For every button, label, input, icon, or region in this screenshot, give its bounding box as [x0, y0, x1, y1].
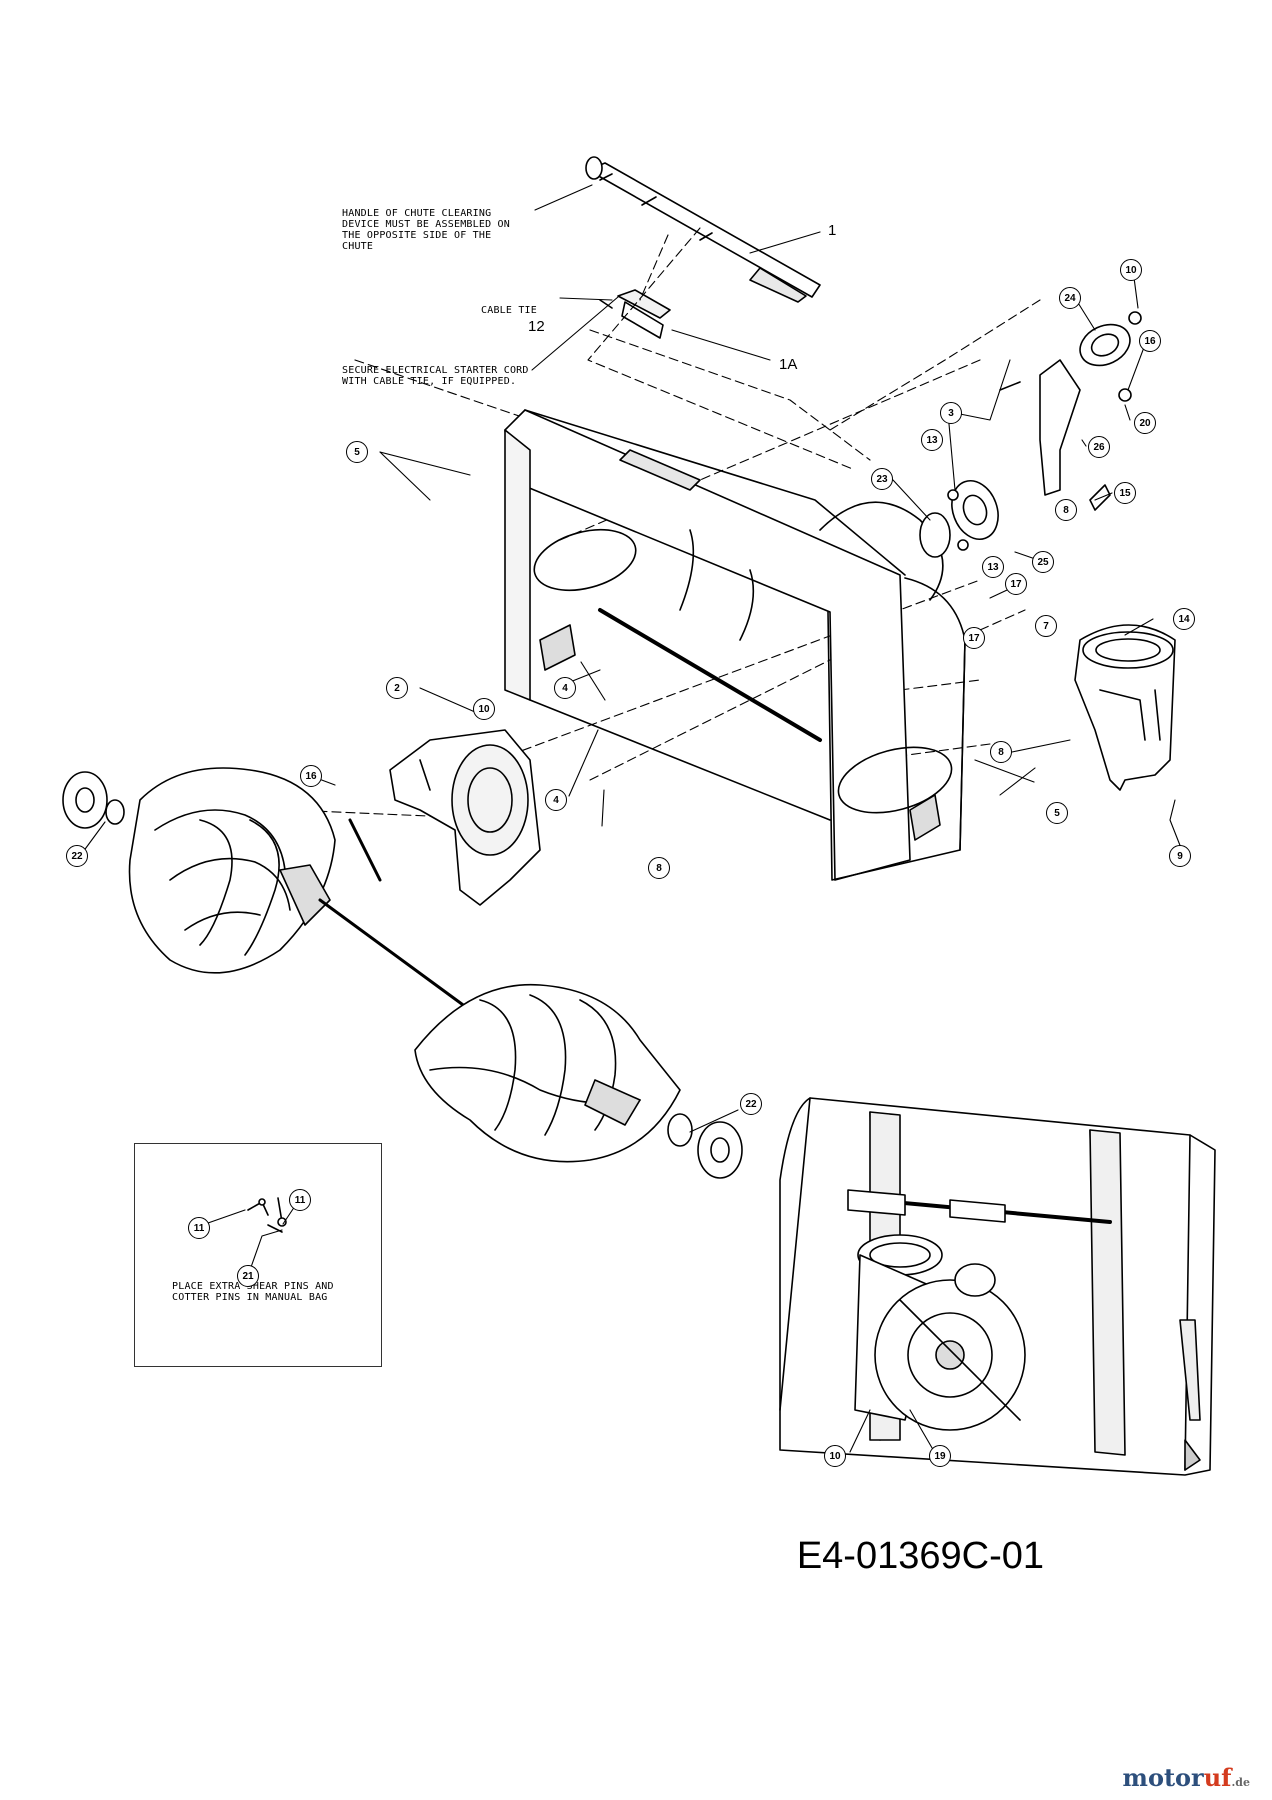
left-auger-drawing — [62, 767, 472, 1012]
callout-22: 22 — [740, 1093, 762, 1115]
callout-26: 26 — [1088, 436, 1110, 458]
callout-8: 8 — [990, 741, 1012, 763]
callout-10: 10 — [1120, 259, 1142, 281]
callout-25: 25 — [1032, 551, 1054, 573]
cable-tie-bracket-drawing — [599, 289, 671, 339]
callout-17: 17 — [1005, 573, 1027, 595]
callout-8: 8 — [648, 857, 670, 879]
shear-pin-inset-box — [134, 1143, 382, 1367]
callout-11: 11 — [188, 1217, 210, 1239]
callout-22: 22 — [66, 845, 88, 867]
callout-8: 8 — [1055, 499, 1077, 521]
part-label-12: 12 — [528, 318, 545, 335]
callout-16: 16 — [300, 765, 322, 787]
callout-10: 10 — [473, 698, 495, 720]
callout-10: 10 — [824, 1445, 846, 1467]
callout-13: 13 — [921, 429, 943, 451]
callout-7: 7 — [1035, 615, 1057, 637]
drawing-number: E4-01369C-01 — [796, 1535, 1044, 1577]
callout-24: 24 — [1059, 287, 1081, 309]
callout-2: 2 — [386, 677, 408, 699]
handle-assembly-note: HANDLE OF CHUTE CLEARING DEVICE MUST BE … — [342, 208, 510, 252]
part-label-1a: 1A — [779, 356, 798, 373]
impeller-housing-drawing — [389, 729, 541, 906]
callout-3: 3 — [940, 402, 962, 424]
callout-9: 9 — [1169, 845, 1191, 867]
shear-pins-note: PLACE EXTRA SHEAR PINS AND COTTER PINS I… — [172, 1281, 334, 1303]
auger-housing-drawing — [504, 409, 966, 881]
pulley-bracket-drawing — [999, 311, 1142, 496]
part-label-1: 1 — [828, 222, 837, 239]
watermark-brand-accent: uf — [1203, 1763, 1232, 1792]
motoruf-watermark-logo: motoruf.de — [1123, 1763, 1250, 1792]
assembled-view-drawing — [779, 1097, 1216, 1476]
right-auger-drawing — [348, 818, 743, 1179]
callout-14: 14 — [1173, 608, 1195, 630]
bearing-flange-drawing — [919, 480, 1111, 558]
callout-23: 23 — [871, 468, 893, 490]
cable-tie-label: CABLE TIE — [481, 305, 537, 316]
chute-clearing-handle-drawing — [585, 156, 821, 303]
callout-16: 16 — [1139, 330, 1161, 352]
callout-11: 11 — [289, 1189, 311, 1211]
starter-cord-note: SECURE ELECTRICAL STARTER CORD WITH CABL… — [342, 365, 529, 387]
callout-5: 5 — [346, 441, 368, 463]
watermark-brand: motor — [1122, 1763, 1204, 1792]
callout-17: 17 — [963, 627, 985, 649]
watermark-tld: .de — [1231, 1776, 1250, 1789]
callout-13: 13 — [982, 556, 1004, 578]
callout-20: 20 — [1134, 412, 1156, 434]
callout-21: 21 — [237, 1265, 259, 1287]
callout-4: 4 — [545, 789, 567, 811]
callout-5: 5 — [1046, 802, 1068, 824]
callout-15: 15 — [1114, 482, 1136, 504]
discharge-chute-drawing — [1074, 624, 1176, 791]
callout-19: 19 — [929, 1445, 951, 1467]
callout-4: 4 — [554, 677, 576, 699]
